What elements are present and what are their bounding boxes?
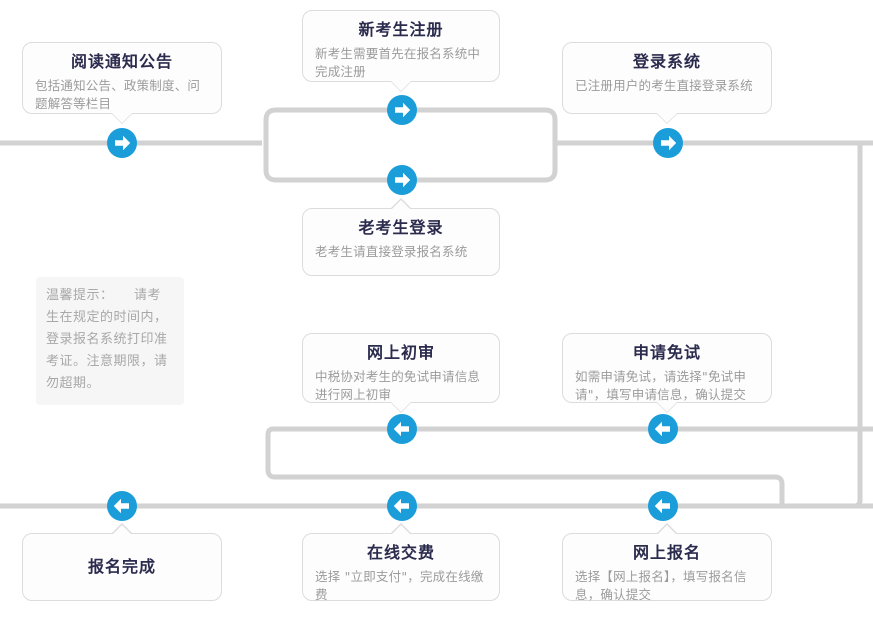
bubble-tail-up-inner <box>390 199 412 211</box>
node-login-system[interactable]: 登录系统 已注册用户的考生直接登录系统 <box>562 42 772 124</box>
node-new-candidate-register[interactable]: 新考生注册 新考生需要首先在报名系统中完成注册 <box>302 10 500 92</box>
node-title: 新考生注册 <box>358 20 444 39</box>
node-title: 网上报名 <box>632 543 701 562</box>
node-read-notice[interactable]: 阅读通知公告 包括通知公告、政策制度、问题解答等栏目 <box>22 42 222 124</box>
node-desc: 选择 "立即支付"，完成在线缴费 <box>315 569 484 602</box>
bubble-tail-inner <box>656 111 678 123</box>
node-title: 登录系统 <box>632 52 701 71</box>
wire-right-down <box>790 143 863 509</box>
node-title: 老考生登录 <box>358 218 444 237</box>
bubble-tail-up-inner <box>390 524 412 536</box>
node-old-candidate-login[interactable]: 老考生登录 老考生请直接登录报名系统 <box>302 198 500 276</box>
tip-label: 温馨提示： <box>46 288 108 303</box>
arrow-right-icon[interactable] <box>387 165 417 195</box>
node-desc: 中税协对考生的免试申请信息进行网上初审 <box>315 369 481 402</box>
node-online-first-review[interactable]: 网上初审 中税协对考生的免试申请信息进行网上初审 <box>302 333 500 413</box>
node-registration-complete[interactable]: 报名完成 <box>22 523 222 601</box>
node-title: 申请免试 <box>632 343 701 362</box>
bubble-tail-up-inner <box>111 524 133 536</box>
arrow-right-icon[interactable] <box>653 128 683 158</box>
bubble-tail-inner <box>111 111 133 123</box>
node-online-payment[interactable]: 在线交费 选择 "立即支付"，完成在线缴费 <box>302 523 500 602</box>
arrow-right-icon[interactable] <box>107 128 137 158</box>
wire-lower-bracket <box>265 426 785 506</box>
arrow-right-icon[interactable] <box>387 95 417 125</box>
node-online-registration[interactable]: 网上报名 选择【网上报名】，填写报名信息，确认提交 <box>562 523 772 602</box>
arrow-left-icon[interactable] <box>387 491 417 521</box>
arrow-left-icon[interactable] <box>648 414 678 444</box>
bubble-tail-inner <box>656 400 678 412</box>
node-title: 网上初审 <box>366 343 435 362</box>
tip-text: 请考生在规定的时间内，登录报名系统打印准考证。注意期限，请勿超期。 <box>46 288 168 391</box>
bubble-tail-inner <box>390 400 412 412</box>
node-desc: 如需申请免试，请选择"免试申请"，填写申请信息，确认提交 <box>575 369 747 402</box>
tip-note: 温馨提示： 请考生在规定的时间内，登录报名系统打印准考证。注意期限，请勿超期。 <box>36 277 184 405</box>
node-desc: 已注册用户的考生直接登录系统 <box>575 78 753 93</box>
node-title: 在线交费 <box>366 543 435 562</box>
arrow-left-icon[interactable] <box>648 491 678 521</box>
node-apply-exemption[interactable]: 申请免试 如需申请免试，请选择"免试申请"，填写申请信息，确认提交 <box>562 333 772 413</box>
node-title: 阅读通知公告 <box>70 52 173 71</box>
node-title: 报名完成 <box>87 557 156 576</box>
bubble-tail-up-inner <box>656 524 678 536</box>
node-desc: 新考生需要首先在报名系统中完成注册 <box>315 46 481 79</box>
node-desc: 老考生请直接登录报名系统 <box>315 244 468 259</box>
arrow-left-icon[interactable] <box>387 414 417 444</box>
node-desc: 选择【网上报名】，填写报名信息，确认提交 <box>575 569 747 602</box>
arrow-left-icon[interactable] <box>107 491 137 521</box>
bubble-tail-inner <box>390 79 412 91</box>
node-desc: 包括通知公告、政策制度、问题解答等栏目 <box>35 78 201 111</box>
